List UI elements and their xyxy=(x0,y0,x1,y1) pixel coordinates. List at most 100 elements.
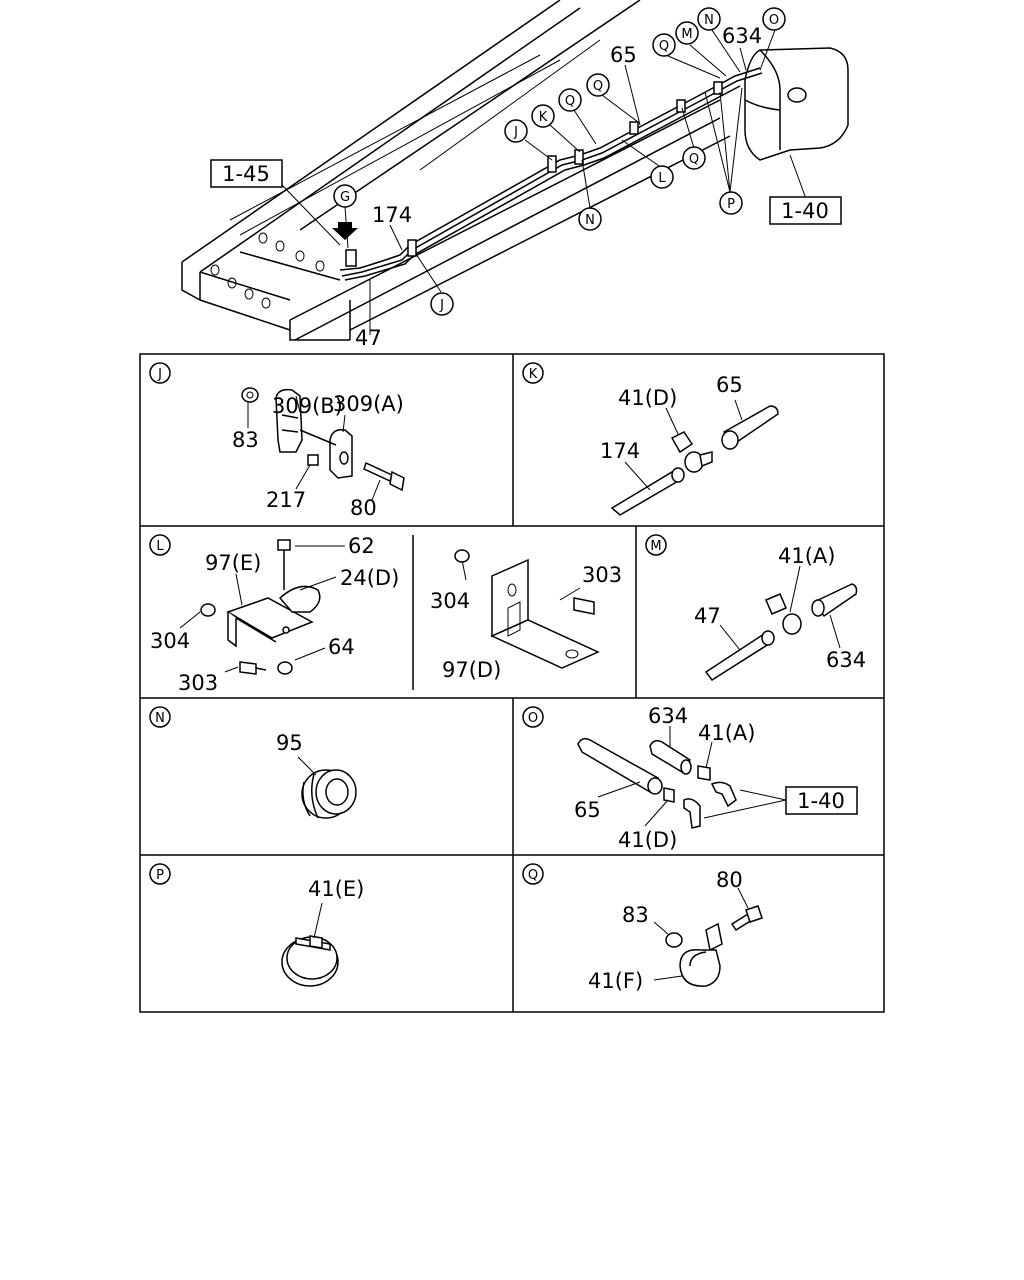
fuel-tank xyxy=(744,47,849,161)
panel-tag-p: P xyxy=(156,868,164,883)
part-label-634: 634 xyxy=(722,24,762,48)
fuel-pipes xyxy=(339,67,763,281)
overview-drawing: G J K Q Q Q M N O N L Q P J 174 47 65 63… xyxy=(181,0,849,350)
callout-p: P xyxy=(719,191,743,215)
label-97d: 97(D) xyxy=(442,658,501,682)
panel-k-leaders xyxy=(624,399,743,491)
label-217: 217 xyxy=(266,488,306,512)
panel-tag-k: K xyxy=(529,367,538,382)
svg-text:1-45: 1-45 xyxy=(222,162,270,186)
direction-arrow xyxy=(332,222,358,240)
label-65: 65 xyxy=(716,373,743,397)
label-95: 95 xyxy=(276,731,303,755)
clip-41f xyxy=(679,922,723,987)
nut-83 xyxy=(665,932,683,948)
ref-box-1-40-panel-o: 1-40 xyxy=(785,786,858,815)
panel-tag-j: J xyxy=(157,367,162,382)
panel-o-leaders xyxy=(597,726,787,827)
label-303-left: 303 xyxy=(178,671,218,695)
callout-n-lower: N xyxy=(578,207,602,231)
panel-tag-l: L xyxy=(156,539,164,554)
label-41a: 41(A) xyxy=(698,721,755,745)
pipe-clamps xyxy=(345,81,723,267)
panel-q: Q 80 83 41(F) xyxy=(522,863,763,993)
nut-304-left xyxy=(200,603,216,617)
label-309b: 309(B) xyxy=(272,394,343,418)
label-41d: 41(D) xyxy=(618,386,677,410)
label-174: 174 xyxy=(600,439,640,463)
svg-text:1-40: 1-40 xyxy=(797,789,845,813)
label-83: 83 xyxy=(622,903,649,927)
panel-q-leaders xyxy=(653,887,749,981)
nut-83 xyxy=(241,387,259,403)
overview-leaders xyxy=(281,29,806,335)
panel-o: O 634 41(A) 65 41(D) 1-40 xyxy=(522,704,858,852)
svg-text:N: N xyxy=(585,213,595,228)
hose-clamp-41e xyxy=(281,935,339,987)
ref-box-1-40: 1-40 xyxy=(769,196,842,225)
part-label-47: 47 xyxy=(355,326,382,350)
callout-m: M xyxy=(675,21,699,45)
crossmember-holes xyxy=(210,232,325,309)
callout-l: L xyxy=(650,165,674,189)
svg-text:K: K xyxy=(539,110,548,125)
svg-text:Q: Q xyxy=(593,79,603,94)
svg-text:Q: Q xyxy=(659,39,669,54)
label-64: 64 xyxy=(328,635,355,659)
part-label-65: 65 xyxy=(610,43,637,67)
label-634: 634 xyxy=(826,648,866,672)
label-80: 80 xyxy=(350,496,377,520)
panel-p: P 41(E) xyxy=(149,863,364,987)
svg-text:J: J xyxy=(439,298,444,313)
label-97e: 97(E) xyxy=(205,551,261,575)
callout-n-upper: N xyxy=(697,7,721,31)
panel-tag-n: N xyxy=(155,711,165,726)
svg-text:J: J xyxy=(513,125,518,140)
label-304-left: 304 xyxy=(150,629,190,653)
label-41f: 41(F) xyxy=(588,969,643,993)
frame-rails xyxy=(181,0,731,341)
part-label-174: 174 xyxy=(372,203,412,227)
svg-text:Q: Q xyxy=(689,152,699,167)
callout-q-3: Q xyxy=(652,33,676,57)
label-62: 62 xyxy=(348,534,375,558)
svg-text:M: M xyxy=(681,27,692,42)
panel-k: K 41(D) 65 174 xyxy=(522,362,779,516)
label-41e: 41(E) xyxy=(308,877,364,901)
label-303-right: 303 xyxy=(582,563,622,587)
panel-l: L 97(E) 62 24(D) 304 64 3 xyxy=(149,534,622,695)
panel-tag-m: M xyxy=(650,539,661,554)
panel-l-leaders xyxy=(179,545,581,673)
label-80: 80 xyxy=(716,868,743,892)
label-24d: 24(D) xyxy=(340,566,399,590)
grommet-95 xyxy=(301,769,357,819)
callout-q-4: Q xyxy=(682,146,706,170)
callout-q-1: Q xyxy=(558,88,582,112)
svg-text:1-40: 1-40 xyxy=(781,199,829,223)
svg-text:G: G xyxy=(340,190,350,205)
label-83: 83 xyxy=(232,428,259,452)
panel-m-leaders xyxy=(719,565,841,651)
panel-j-leaders xyxy=(247,395,381,501)
label-309a: 309(A) xyxy=(333,392,404,416)
callout-j-upper: J xyxy=(504,119,528,143)
label-47: 47 xyxy=(694,604,721,628)
svg-text:O: O xyxy=(769,13,779,28)
ref-box-1-45: 1-45 xyxy=(210,159,283,188)
panel-j: J 309(B) 309(A) 83 217 80 xyxy=(149,362,405,520)
panel-tag-o: O xyxy=(528,711,538,726)
label-304-right: 304 xyxy=(430,589,470,613)
label-634: 634 xyxy=(648,704,688,728)
detail-grid xyxy=(139,353,885,1013)
panel-tag-q: Q xyxy=(528,868,538,883)
callout-g: G xyxy=(333,184,357,208)
nut-217 xyxy=(307,454,319,466)
panel-n: N 95 xyxy=(149,706,357,819)
label-41a: 41(A) xyxy=(778,544,835,568)
callout-o: O xyxy=(762,7,786,31)
svg-text:N: N xyxy=(704,13,714,28)
svg-text:Q: Q xyxy=(565,94,575,109)
bolt-80 xyxy=(363,461,405,492)
svg-text:L: L xyxy=(658,171,666,186)
